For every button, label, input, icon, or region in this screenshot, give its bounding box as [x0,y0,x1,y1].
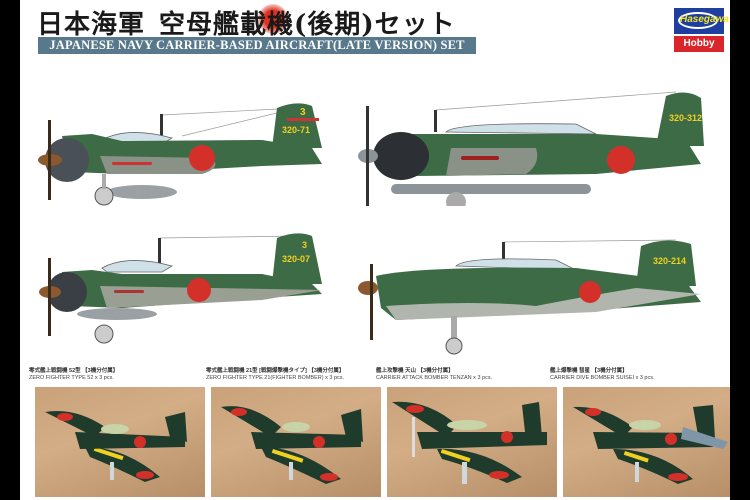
illustration-suisei: 320-214 [358,239,701,355]
illustration-zero-type52: 3 320-71 [38,103,322,206]
hinomaru [607,146,635,174]
kit-caption-3: 艦上攻撃機 天山 【3機分付属】 CARRIER ATTACK BOMBER T… [376,368,492,382]
tail-code: 320-71 [282,125,310,135]
tail-code: 320-07 [282,254,310,264]
kit-caption-jp: 零式艦上戦闘機 52型 【3機分付属】 [29,368,119,374]
title-jp-part1: 日本海軍 [37,10,146,40]
kit-caption-1: 零式艦上戦闘機 52型 【3機分付属】 ZERO FIGHTER TYPE 52… [29,368,118,382]
kit-photo-zero21 [211,387,381,497]
kit-caption-en: CARRIER DIVE BOMBER SUISEI x 3 pcs. [550,375,655,381]
kit-caption-en: ZERO FIGHTER TYPE 52 x 3 pcs. [29,375,114,381]
hinomaru [579,281,601,303]
title-english-band: JAPANESE NAVY CARRIER-BASED AIRCRAFT(LAT… [38,37,476,54]
box-art-page: 日本海軍空母艦載機(後期)セット JAPANESE NAVY CARRIER-B… [20,0,730,500]
logo-ring-icon [678,12,718,29]
hinomaru [189,145,215,171]
kit-caption-jp: 零式艦上戦闘機 21型 [戦闘爆撃機タイプ] 【3機分付属】 [206,368,345,374]
rising-sun-emblem [258,4,288,34]
hasegawa-logo: Hasegawa Hobby kits [674,8,729,65]
kit-photo-suisei [563,387,730,497]
kit-photo-zero52 [35,387,205,497]
illustration-tenzan: 320-312 [358,91,704,206]
tail-code-top: 3 [300,107,306,118]
kit-caption-jp: 艦上攻撃機 天山 【3機分付属】 [376,368,454,374]
logo-brand-block: Hasegawa [674,8,729,34]
logo-hobby-kits: Hobby kits [674,36,724,65]
kit-photo-tenzan [387,387,557,497]
hinomaru [187,278,211,302]
tail-code-top: 3 [302,240,307,250]
logo-brand-text: Hasegawa [680,14,729,25]
illustration-zero-type21: 3 320-07 [39,233,322,344]
title-jp-part2: 空母艦載機(後期)セット [159,10,456,40]
tail-code: 320-214 [653,256,686,266]
kit-caption-en: CARRIER ATTACK BOMBER TENZAN x 3 pcs. [376,375,493,381]
kit-caption-en: ZERO FIGHTER TYPE 21(FIGHTER BOMBER) x 3… [206,375,345,381]
title-japanese: 日本海軍空母艦載機(後期)セット [37,4,456,41]
kit-caption-2: 零式艦上戦闘機 21型 [戦闘爆撃機タイプ] 【3機分付属】 ZERO FIGH… [206,368,344,382]
kit-caption-4: 艦上爆撃機 彗星 【3機分付属】 CARRIER DIVE BOMBER SUI… [550,368,655,382]
tail-code: 320-312 [669,113,702,123]
kit-caption-jp: 艦上爆撃機 彗星 【3機分付属】 [550,368,628,374]
